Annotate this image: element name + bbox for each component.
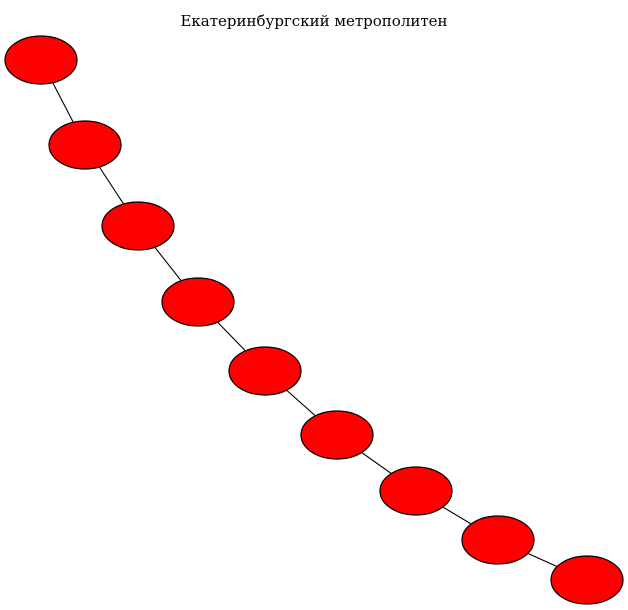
station-node-2 [48, 120, 122, 170]
station-node-6 [300, 410, 374, 460]
node-layer [4, 35, 624, 605]
station-node-5 [228, 346, 302, 396]
station-node-7 [379, 466, 453, 516]
graph-title: Екатеринбургский метрополитен [180, 12, 447, 30]
station-node-4 [161, 277, 235, 327]
station-node-3 [101, 201, 175, 251]
station-node-8 [461, 515, 535, 565]
edge-layer [40, 59, 588, 581]
station-node-1 [4, 35, 78, 85]
station-node-9 [550, 555, 624, 605]
